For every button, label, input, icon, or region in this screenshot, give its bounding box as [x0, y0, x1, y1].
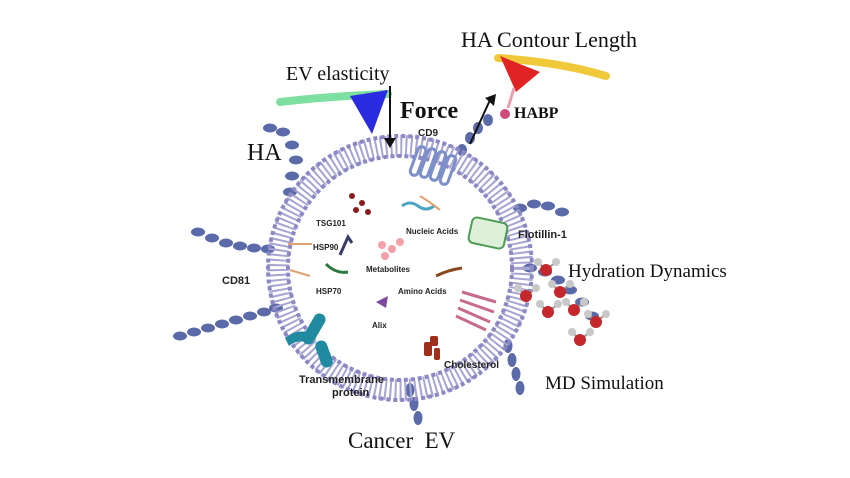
label-protein: protein	[332, 387, 370, 399]
label-ha-contour-length: HA Contour Length	[461, 27, 637, 52]
hsp90-cargo	[338, 233, 354, 256]
tsg101-cargo	[349, 193, 371, 215]
label-alix: Alix	[372, 321, 387, 330]
label-cancer-ev: Cancer EV	[348, 428, 456, 453]
ev-elasticity-probe	[276, 90, 392, 134]
transmembrane-protein	[285, 313, 333, 368]
ha-chain-left	[191, 227, 275, 254]
ev-membrane	[266, 134, 534, 402]
amino-acids-cargo	[435, 266, 463, 278]
ha-contour-probe	[494, 54, 610, 119]
ha-chains	[173, 114, 599, 425]
label-flotillin: Flotillin-1	[518, 229, 567, 241]
cholesterol-molecule	[424, 336, 440, 360]
cd9-protein	[408, 145, 458, 186]
label-ha: HA	[247, 140, 282, 166]
label-cholesterol: Cholesterol	[444, 360, 499, 371]
force-arrow	[384, 86, 396, 148]
label-md-simulation: MD Simulation	[545, 373, 664, 394]
label-amino-acids: Amino Acids	[398, 287, 447, 296]
label-habp: HABP	[514, 105, 559, 122]
label-hsp90: HSP90	[313, 243, 339, 252]
membrane-protein-right	[455, 290, 497, 332]
label-ev-elasticity: EV elasticity	[286, 63, 390, 85]
label-cd81: CD81	[222, 275, 250, 287]
afm-tip-red	[500, 56, 540, 92]
label-hsp70: HSP70	[316, 287, 342, 296]
ha-chain-right	[513, 199, 569, 217]
nucleic-acids-cargo	[401, 195, 441, 211]
afm-tip-blue	[350, 90, 388, 134]
pull-arrow	[469, 94, 496, 145]
label-hydration-dynamics: Hydration Dynamics	[568, 261, 727, 282]
water-molecules	[514, 258, 610, 346]
cd81-protein	[288, 243, 312, 277]
label-metabolites: Metabolites	[366, 265, 411, 274]
label-tsg101: TSG101	[316, 219, 346, 228]
ha-chain-bottom-left	[173, 303, 283, 341]
hsp70-cargo	[324, 262, 349, 274]
label-force: Force	[400, 98, 459, 124]
label-nucleic-acids: Nucleic Acids	[406, 227, 459, 236]
habp-molecule	[500, 109, 510, 119]
label-transmembrane: Transmembrane	[299, 374, 384, 386]
alix-cargo	[376, 296, 388, 308]
label-cd9: CD9	[418, 128, 438, 139]
metabolites-cargo	[378, 238, 404, 260]
flotillin-protein	[467, 216, 509, 250]
